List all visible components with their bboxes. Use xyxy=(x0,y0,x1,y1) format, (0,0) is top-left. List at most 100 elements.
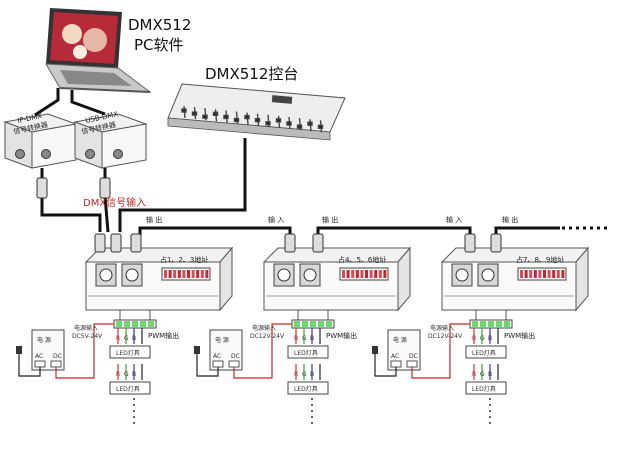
xlr-socket-hole xyxy=(455,268,469,282)
pc-software-title: DMX512 xyxy=(128,16,191,34)
led-g-label: G xyxy=(302,335,307,342)
led-b-label: B xyxy=(310,371,314,378)
xlr-plug xyxy=(110,233,122,253)
xlr-socket-hole xyxy=(303,268,317,282)
dip-switch-key xyxy=(524,270,528,278)
dip-switch-key xyxy=(187,270,190,278)
voltage-label: DC12V-24V xyxy=(250,333,285,340)
console-slider-knob xyxy=(254,117,261,123)
pwm-output-label: PWM输出 xyxy=(148,331,179,340)
terminal-pin xyxy=(132,321,138,327)
led-lamp-label: LED灯具 xyxy=(472,385,496,393)
power-input-label: 电源输入 xyxy=(430,324,454,332)
xlr-plug xyxy=(284,233,296,253)
dc-terminal xyxy=(406,360,418,368)
led-lamp-box xyxy=(287,345,329,359)
chain-out-label-1: 输 出 xyxy=(146,215,162,224)
power-dc-label: DC xyxy=(231,353,240,360)
dc-terminal xyxy=(50,360,62,368)
led-b-label: B xyxy=(132,335,136,342)
dmx-console-icon xyxy=(167,83,346,141)
dip-switch-key xyxy=(205,270,209,278)
terminal-pin xyxy=(496,321,502,327)
led-g-label: G xyxy=(480,371,485,378)
console-slider-knob xyxy=(212,111,219,117)
terminal-pin xyxy=(294,321,300,327)
console-slider-knob xyxy=(317,124,324,130)
dip-switch-key xyxy=(529,270,533,278)
ac-terminal xyxy=(390,360,402,368)
dc-cable xyxy=(55,323,114,379)
terminal-pin xyxy=(116,321,122,327)
xlr-socket-hole xyxy=(277,268,291,282)
terminal-pin xyxy=(302,321,308,327)
led-r-label: R xyxy=(294,371,298,378)
power-ac-label: AC xyxy=(35,353,43,360)
terminal-pin xyxy=(472,321,478,327)
dip-switch-key xyxy=(365,270,368,278)
dip-switch-key xyxy=(378,270,382,278)
led-lamp-label: LED灯具 xyxy=(294,349,318,357)
ip-dmx-converter: IP-DMX 信号转换器 xyxy=(3,112,78,169)
pwm-output-label: PWM输出 xyxy=(326,331,357,340)
console-slider-knob xyxy=(202,114,208,119)
dip-switch-key xyxy=(383,270,387,278)
xlr-plug xyxy=(94,233,106,253)
led-r-label: R xyxy=(116,335,120,342)
dip-switch-key xyxy=(369,270,373,278)
mains-plug-icon xyxy=(194,346,200,354)
led-lamp-label: LED灯具 xyxy=(116,349,140,357)
console-slider-knob xyxy=(296,124,303,129)
usb-dmx-converter: USB-DMX 信号转换器 xyxy=(73,110,148,169)
xlr-plug xyxy=(130,233,142,253)
dip-switch-key xyxy=(556,270,560,278)
xlr-plug xyxy=(464,233,476,253)
console-slider-knob xyxy=(191,111,198,116)
xlr-plug xyxy=(490,233,502,253)
power-dc-label: DC xyxy=(409,353,418,360)
laptop-icon xyxy=(45,8,152,93)
ac-terminal xyxy=(34,360,46,368)
mains-plug-icon xyxy=(16,346,22,354)
power-supply-label: 电 源 xyxy=(393,336,407,344)
dip-switch-key xyxy=(164,270,167,278)
terminal-pin xyxy=(318,321,324,327)
voltage-label: DC12V-24V xyxy=(428,333,463,340)
decoder-side xyxy=(575,246,589,312)
terminal-pin xyxy=(326,321,332,327)
power-input-label: 电源输入 xyxy=(74,324,98,332)
decoder-address-label: 占1、2、3地址 xyxy=(160,255,208,264)
dip-switch-key xyxy=(196,270,200,278)
dip-switch-key xyxy=(547,270,551,278)
led-b-label: B xyxy=(488,371,492,378)
pwm-output-label: PWM输出 xyxy=(504,331,535,340)
xlr-socket-hole xyxy=(125,268,139,282)
console-slider-knob xyxy=(223,114,229,120)
led-lamp-label: LED灯具 xyxy=(294,385,318,393)
dip-switch-key xyxy=(346,270,350,278)
dip-switch-key xyxy=(374,270,378,278)
terminal-pin xyxy=(488,321,494,327)
led-g-label: G xyxy=(302,371,307,378)
chain-in-label-2: 输 入 xyxy=(268,215,284,224)
dip-switch-key xyxy=(561,270,565,278)
decoder-address-label: 占7、8、9地址 xyxy=(516,255,564,264)
led-lamp-box xyxy=(109,345,151,359)
dip-switch-key xyxy=(351,270,355,278)
led-lamp-box xyxy=(465,345,507,359)
led-g-label: G xyxy=(124,335,129,342)
led-lamp-box xyxy=(109,381,151,395)
dip-switch-key xyxy=(342,270,345,278)
console-slider-knob xyxy=(307,121,313,126)
ac-terminal xyxy=(212,360,224,368)
console-slider-knob xyxy=(181,108,187,113)
power-dc-label: DC xyxy=(53,353,62,360)
led-b-label: B xyxy=(132,371,136,378)
dc-terminal xyxy=(228,360,240,368)
dip-switch-key xyxy=(191,270,195,278)
led-g-label: G xyxy=(124,371,129,378)
dip-switch-key xyxy=(168,270,172,278)
